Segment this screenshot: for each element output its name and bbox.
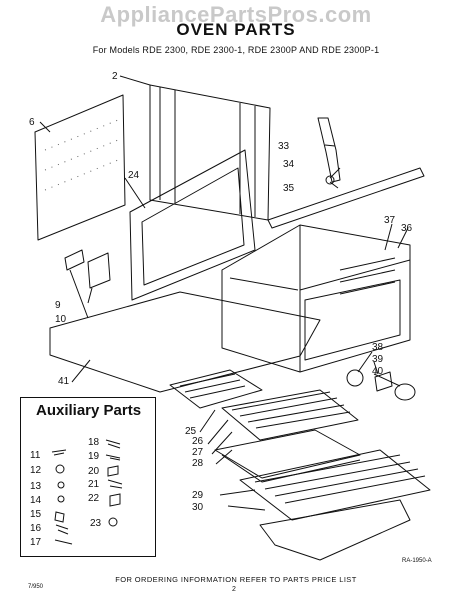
date-code: 7/950 bbox=[28, 584, 44, 590]
light-bulb bbox=[394, 383, 416, 401]
aux-label-20: 20 bbox=[88, 466, 100, 477]
aux-label-19: 19 bbox=[88, 451, 100, 462]
callout-28: 28 bbox=[192, 458, 204, 469]
auxiliary-parts-box bbox=[20, 397, 156, 557]
gasket bbox=[346, 369, 364, 387]
callout-10: 10 bbox=[55, 314, 67, 325]
callout-41: 41 bbox=[58, 376, 70, 387]
callout-37: 37 bbox=[384, 215, 396, 226]
auxiliary-parts-title: Auxiliary Parts bbox=[36, 402, 142, 419]
insulation-panel bbox=[34, 94, 126, 241]
aux-label-13: 13 bbox=[30, 481, 42, 492]
model-subtitle: For Models RDE 2300, RDE 2300-1, RDE 230… bbox=[92, 45, 380, 55]
callout-30: 30 bbox=[192, 502, 204, 513]
switch-plate bbox=[87, 252, 111, 289]
callout-9: 9 bbox=[55, 300, 61, 311]
aux-label-21: 21 bbox=[88, 479, 100, 490]
aux-label-12: 12 bbox=[30, 465, 42, 476]
page-number: 2 bbox=[232, 586, 236, 593]
lamp-socket bbox=[374, 371, 393, 392]
callout-38: 38 bbox=[372, 342, 384, 353]
broiler-pan bbox=[214, 429, 361, 479]
aux-label-11: 11 bbox=[30, 450, 41, 461]
watermark: AppliancePartsPros.com bbox=[100, 2, 372, 27]
bracket bbox=[64, 249, 85, 271]
vent-tube bbox=[317, 117, 341, 183]
callout-39: 39 bbox=[372, 354, 384, 365]
callout-33: 33 bbox=[278, 141, 290, 152]
callout-25: 25 bbox=[185, 426, 197, 437]
callout-40: 40 bbox=[372, 366, 384, 377]
bake-element bbox=[259, 499, 411, 561]
callout-36: 36 bbox=[401, 223, 413, 234]
door-frame bbox=[129, 149, 256, 301]
back-panel bbox=[149, 84, 271, 221]
callout-6: 6 bbox=[29, 117, 35, 128]
broiler-grid bbox=[221, 389, 359, 441]
callout-2: 2 bbox=[112, 71, 118, 82]
aux-label-14: 14 bbox=[30, 495, 42, 506]
drawing-code: RA-1950-A bbox=[402, 558, 432, 564]
aux-label-22: 22 bbox=[88, 493, 100, 504]
aux-label-17: 17 bbox=[30, 537, 42, 548]
callout-27: 27 bbox=[192, 447, 204, 458]
aux-label-15: 15 bbox=[30, 509, 42, 520]
callout-34: 34 bbox=[283, 159, 295, 170]
ordering-note: FOR ORDERING INFORMATION REFER TO PARTS … bbox=[115, 575, 357, 584]
broil-element bbox=[169, 369, 263, 409]
aux-label-16: 16 bbox=[30, 523, 42, 534]
aux-label-23: 23 bbox=[90, 518, 102, 529]
callout-29: 29 bbox=[192, 490, 204, 501]
callout-26: 26 bbox=[192, 436, 204, 447]
callout-24: 24 bbox=[128, 170, 140, 181]
bottom-panel bbox=[49, 291, 321, 393]
aux-label-18: 18 bbox=[88, 437, 100, 448]
oven-rack bbox=[239, 449, 431, 521]
callout-35: 35 bbox=[283, 183, 295, 194]
page-title: OVEN PARTS bbox=[176, 20, 296, 39]
support-bar bbox=[267, 167, 425, 229]
